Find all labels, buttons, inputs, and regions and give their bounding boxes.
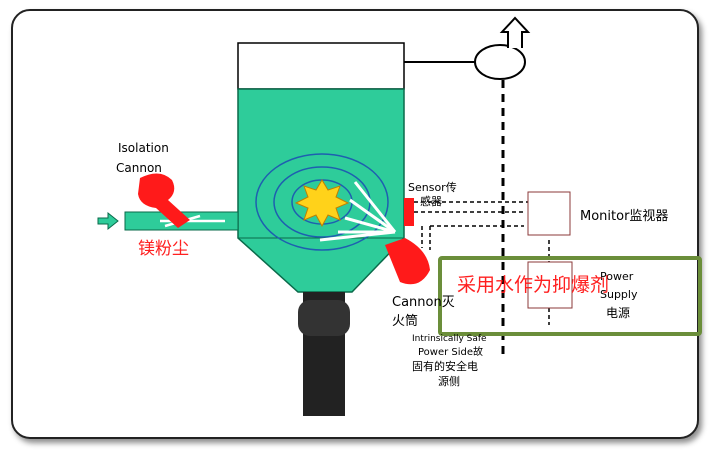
sensor-label: Sensor传: [408, 181, 457, 194]
power-label-2: Supply: [600, 288, 638, 301]
dust-label: 镁粉尘: [138, 239, 189, 259]
isolation-cannon: [138, 173, 190, 228]
safe-side-label-3: 固有的安全电: [412, 359, 478, 373]
power-label: Power: [600, 270, 634, 283]
note-box: [438, 256, 702, 336]
safe-side-label: Intrinsically Safe: [412, 334, 487, 344]
safe-side-label-2: Power Side故: [418, 345, 483, 358]
isolation-cannon-label: Isolation: [118, 141, 169, 155]
filter-top: [237, 42, 405, 90]
suppression-cannon: [385, 238, 430, 285]
sensor-label-2: 感器: [420, 195, 442, 208]
monitor-box: [527, 191, 571, 236]
power-label-3: 电源: [606, 306, 630, 320]
safe-side-label-4: 源侧: [438, 374, 460, 388]
suppression-arrows: [319, 181, 397, 242]
explosion-icon: [294, 179, 350, 228]
fan: [474, 44, 526, 80]
monitor-label: Monitor监视器: [580, 209, 668, 224]
suppressant-note: 采用水作为抑爆剂: [457, 274, 609, 296]
rotary-valve: [298, 300, 350, 336]
power-supply-box: [527, 261, 573, 309]
cannon-label-2: 火筒: [392, 313, 418, 329]
inlet-arrow-icon: [97, 211, 119, 231]
isolation-cannon-label-2: Cannon: [116, 161, 162, 175]
sensor: [404, 198, 414, 226]
exhaust-arrow-icon: [499, 16, 531, 48]
cannon-label: Cannon灭: [392, 295, 455, 310]
signal-lines: [414, 201, 550, 325]
